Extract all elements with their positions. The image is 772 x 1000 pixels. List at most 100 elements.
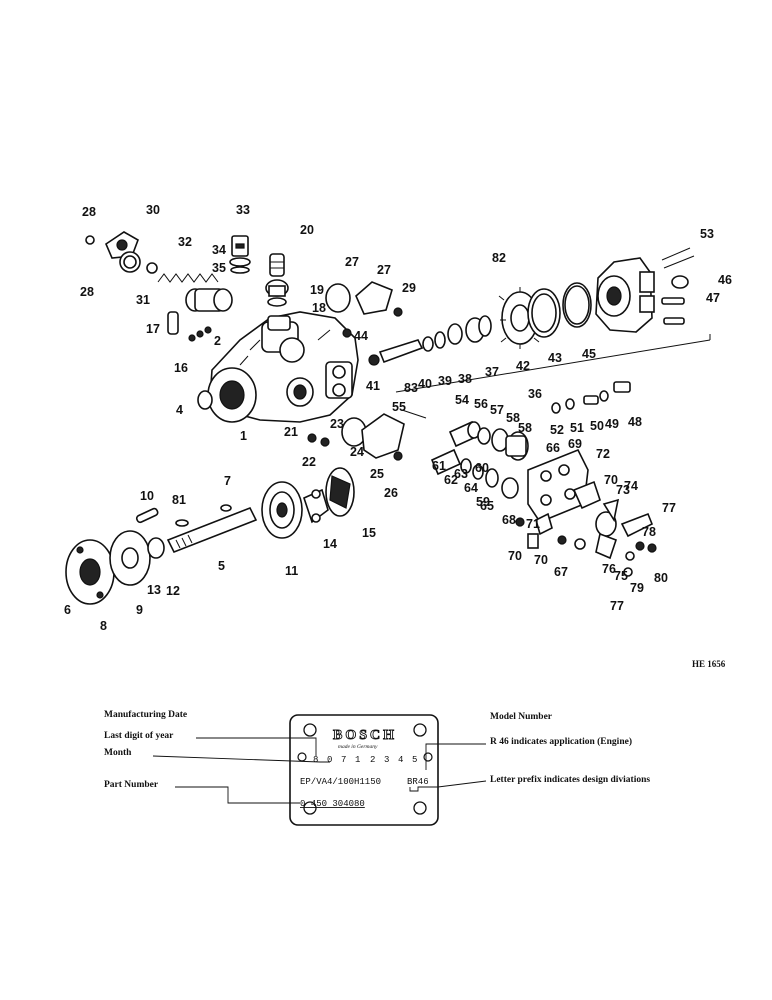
callout-40: 40 [418,377,432,391]
callout-83: 83 [404,381,418,395]
callout-51: 51 [570,421,584,435]
callout-12: 12 [166,584,180,598]
callout-5: 5 [218,559,225,573]
nameplate-rivet [303,801,317,815]
callout-55: 55 [392,400,406,414]
label-application: R 46 indicates application (Engine) [490,737,632,747]
callout-77: 77 [662,501,676,515]
valve-52-60 [401,409,529,499]
cover-plate-29 [85,231,158,274]
fitting-17-18-19 [265,253,289,307]
valve-32-33-34 [229,235,251,274]
callout-77: 77 [610,599,624,613]
callout-37: 37 [485,365,499,379]
label-last-digit: Last digit of year [104,731,174,741]
callout-13: 13 [147,583,161,597]
callout-23: 23 [330,417,344,431]
callout-82: 82 [492,251,506,265]
callout-68: 68 [502,513,516,527]
callout-24: 24 [350,445,364,459]
callout-48: 48 [628,415,642,429]
callout-21: 21 [284,425,298,439]
seal-42-44 [527,282,592,338]
callout-36: 36 [528,387,542,401]
nameplate-body [289,714,439,826]
callout-80: 80 [654,571,668,585]
callout-58: 58 [518,421,532,435]
callout-70: 70 [604,473,618,487]
callout-42: 42 [516,359,530,373]
gear-11-13-14 [261,467,355,539]
callout-22: 22 [302,455,316,469]
callout-64: 64 [464,481,478,495]
callout-43: 43 [548,351,562,365]
callout-78: 78 [642,525,656,539]
callout-11: 11 [285,564,298,578]
label-prefix: Letter prefix indicates design diviation… [490,775,651,785]
callout-66: 66 [546,441,560,455]
nameplate-date-digit: 2 [370,755,375,765]
label-manufacturing-date: Manufacturing Date [104,710,188,720]
callout-17: 17 [146,322,160,336]
callout-61: 61 [432,459,446,473]
callout-70: 70 [534,553,548,567]
callout-38: 38 [458,372,472,386]
callout-8: 8 [100,619,107,633]
nameplate-model-suffix: BR46 [407,777,429,787]
nameplate-made-in: made in Germany [338,744,378,750]
callout-56: 56 [474,397,488,411]
callout-14: 14 [323,537,337,551]
label-month: Month [104,748,132,758]
callout-33: 33 [236,203,250,217]
callout-58: 58 [506,411,520,425]
callout-30: 30 [146,203,160,217]
callout-57: 57 [490,403,504,417]
callout-59: 59 [476,495,490,509]
callout-75: 75 [614,569,628,583]
diagram-code: HE 1656 [692,659,726,669]
callout-1: 1 [240,429,247,443]
callout-63: 63 [454,467,468,481]
fittings-47-51 [551,381,631,414]
callout-52: 52 [550,423,564,437]
callout-54: 54 [455,393,469,407]
callout-73: 73 [616,483,630,497]
callout-32: 32 [178,235,192,249]
nameplate-rivet [413,801,427,815]
callout-74: 74 [624,479,638,493]
callout-29: 29 [402,281,416,295]
cover-24 [307,413,405,461]
callout-6: 6 [64,603,71,617]
nameplate-date-digit: 3 [384,755,389,765]
callout-44: 44 [354,329,368,343]
callout-26: 26 [384,486,398,500]
nameplate-date-digit: 1 [355,755,360,765]
nameplate-date-digit: 0 [327,755,332,765]
nameplate-rivet [423,752,433,762]
callout-19: 19 [310,283,324,297]
callout-65: 65 [480,499,494,513]
nameplate-date-digit: 5 [412,755,417,765]
callout-76: 76 [602,562,616,576]
callout-27: 27 [377,263,391,277]
nameplate-date-digit: 4 [398,755,403,765]
callout-81: 81 [172,493,186,507]
label-model-number: Model Number [490,712,553,722]
end-housing-83 [595,247,695,333]
nameplate-part-number: 0 450 304080 [300,799,365,809]
callout-50: 50 [590,419,604,433]
callout-18: 18 [312,301,326,315]
callout-27: 27 [345,255,359,269]
callout-72: 72 [596,447,610,461]
callout-49: 49 [605,417,619,431]
callout-70: 70 [508,549,522,563]
callout-69: 69 [568,437,582,451]
callout-34: 34 [212,243,226,257]
callout-41: 41 [366,379,380,393]
callout-28: 28 [82,205,96,219]
callout-16: 16 [174,361,188,375]
callout-31: 31 [136,293,150,307]
